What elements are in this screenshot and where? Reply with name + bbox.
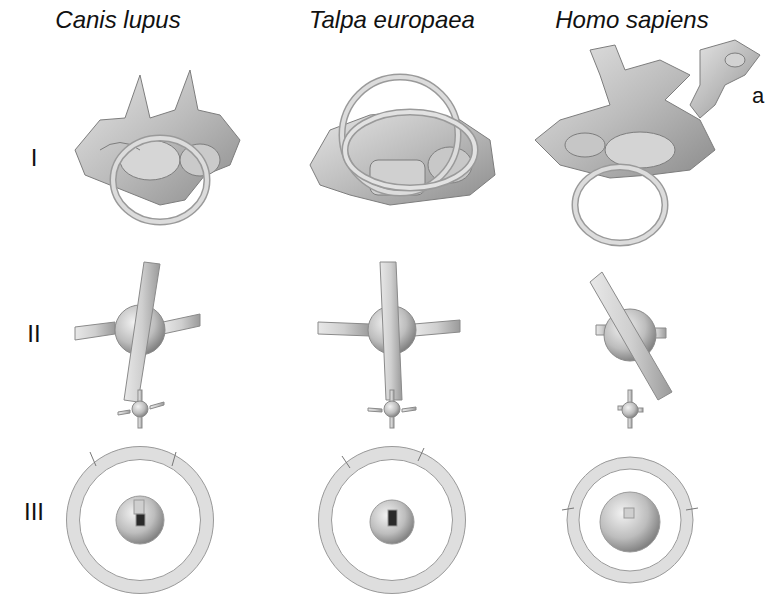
small-joint bbox=[368, 390, 416, 428]
row-label: II bbox=[27, 322, 40, 346]
mole-vertebra bbox=[310, 77, 495, 205]
joint-model bbox=[318, 262, 460, 400]
column-heading: Canis lupus bbox=[55, 8, 180, 32]
ring-joint bbox=[67, 447, 214, 594]
ring-joint bbox=[562, 457, 698, 583]
joint-model bbox=[75, 262, 200, 402]
small-joint bbox=[118, 390, 164, 428]
joint-model bbox=[590, 272, 672, 400]
column-heading: Talpa europaea bbox=[309, 8, 475, 32]
column-heading: Homo sapiens bbox=[555, 8, 708, 32]
ring-joint bbox=[319, 447, 466, 594]
row-label: I bbox=[31, 146, 38, 170]
human-vertebra bbox=[535, 45, 715, 243]
dog-vertebra bbox=[75, 70, 240, 222]
small-joint bbox=[618, 390, 643, 428]
row-label: III bbox=[24, 500, 44, 524]
inset-vertebra bbox=[690, 40, 760, 118]
panel-letter: a bbox=[752, 85, 764, 107]
